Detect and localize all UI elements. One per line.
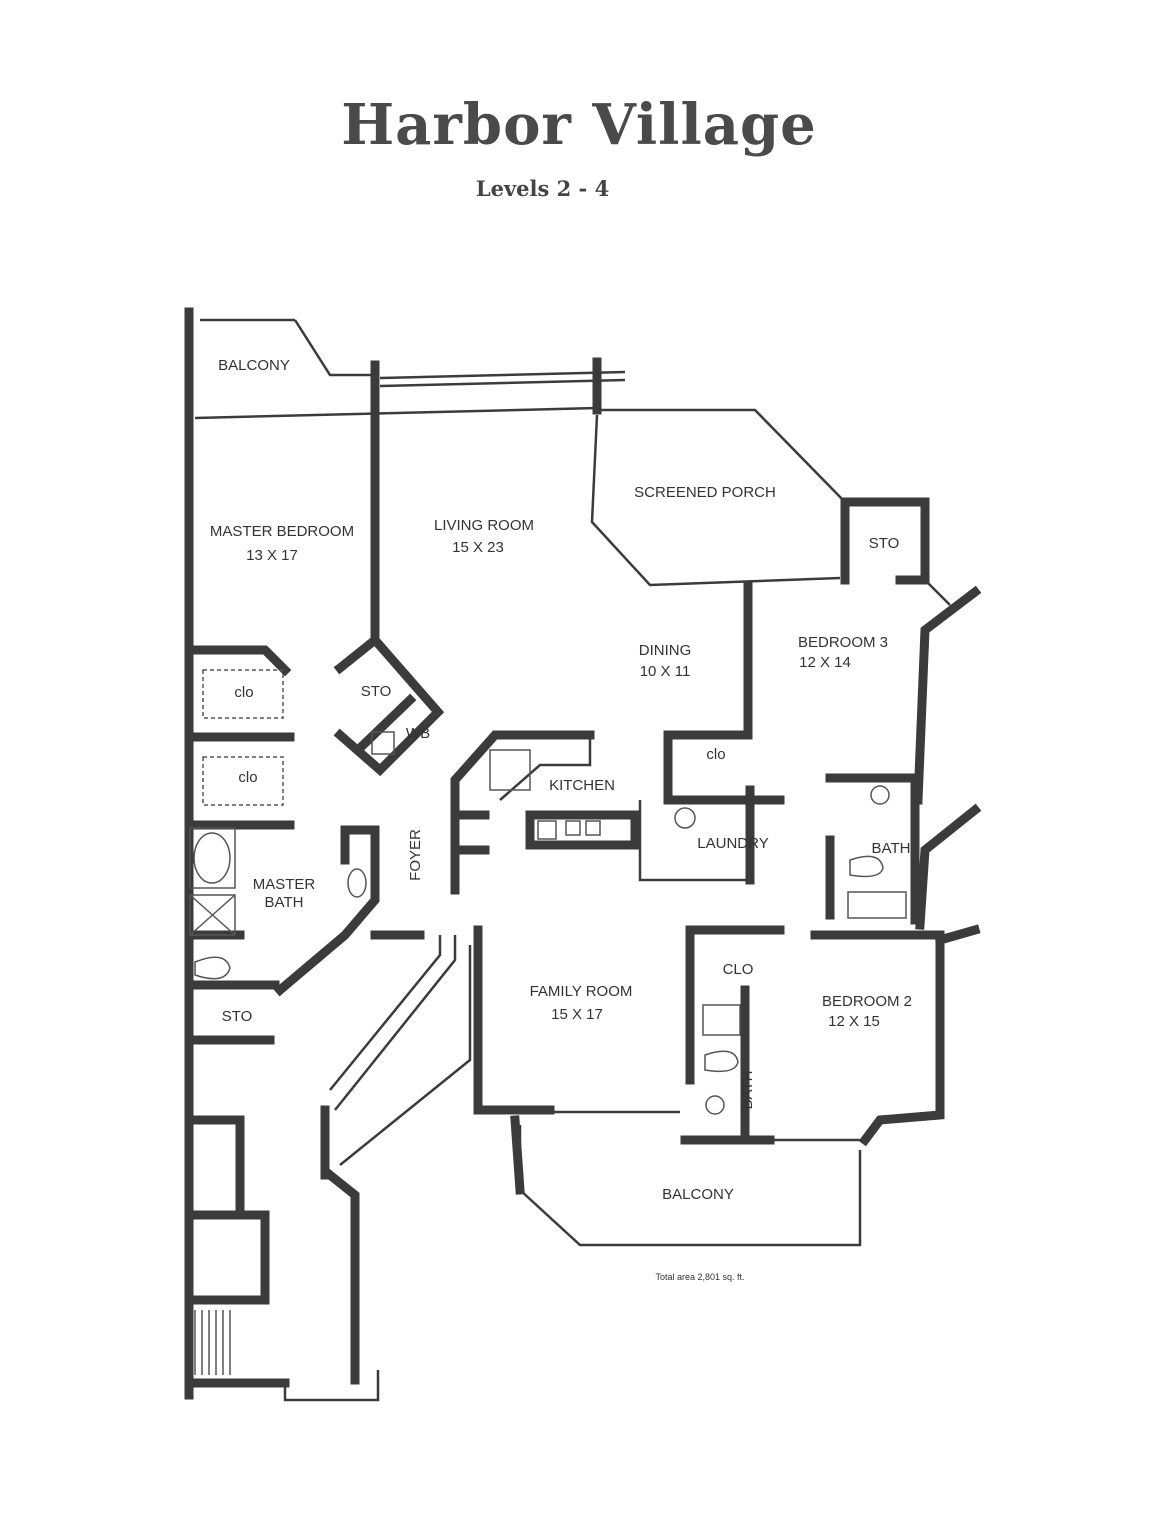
label-living-room: LIVING ROOM — [434, 517, 534, 534]
label-bedroom2: BEDROOM 2 — [822, 993, 912, 1010]
label-screened-porch: SCREENED PORCH — [634, 484, 776, 501]
label-family-room-size: 15 X 17 — [551, 1006, 603, 1023]
label-clo-kitchen: clo — [706, 746, 725, 763]
label-bedroom3: BEDROOM 3 — [798, 634, 888, 651]
label-living-room-size: 15 X 23 — [452, 539, 504, 556]
label-bedroom2-size: 12 X 15 — [828, 1013, 880, 1030]
label-balcony-bottom: BALCONY — [662, 1186, 734, 1203]
label-family-room: FAMILY ROOM — [530, 983, 633, 1000]
label-sto-porch: STO — [869, 535, 900, 552]
label-dining: DINING — [639, 642, 692, 659]
label-dining-size: 10 X 11 — [640, 663, 691, 680]
label-master-bath-1: MASTER — [253, 876, 316, 893]
label-bath3: BATH — [872, 840, 911, 857]
room-labels: BALCONY MASTER BEDROOM 13 X 17 LIVING RO… — [210, 357, 912, 1282]
label-laundry: LAUNDRY — [697, 835, 768, 852]
label-master-bath-2: BATH — [265, 894, 304, 911]
label-master-bedroom: MASTER BEDROOM — [210, 523, 354, 540]
label-clo-2: clo — [238, 769, 257, 786]
plan-subtitle: Levels 2 - 4 — [475, 176, 610, 201]
plan-title: Harbor Village — [341, 92, 817, 158]
label-sto-center: STO — [361, 683, 392, 700]
label-clo-1: clo — [234, 684, 253, 701]
label-bath2: BATH — [739, 1071, 756, 1110]
label-clo-bed2: CLO — [723, 961, 754, 978]
label-bedroom3-size: 12 X 14 — [799, 654, 851, 671]
walls — [184, 307, 982, 1402]
label-master-bedroom-size: 13 X 17 — [246, 547, 298, 564]
label-foyer: FOYER — [407, 829, 424, 881]
total-area: Total area 2,801 sq. ft. — [655, 1272, 744, 1282]
label-balcony-top: BALCONY — [218, 357, 290, 374]
label-kitchen: KITCHEN — [549, 777, 615, 794]
label-wb: WB — [406, 725, 430, 742]
label-sto-bath: STO — [222, 1008, 253, 1025]
